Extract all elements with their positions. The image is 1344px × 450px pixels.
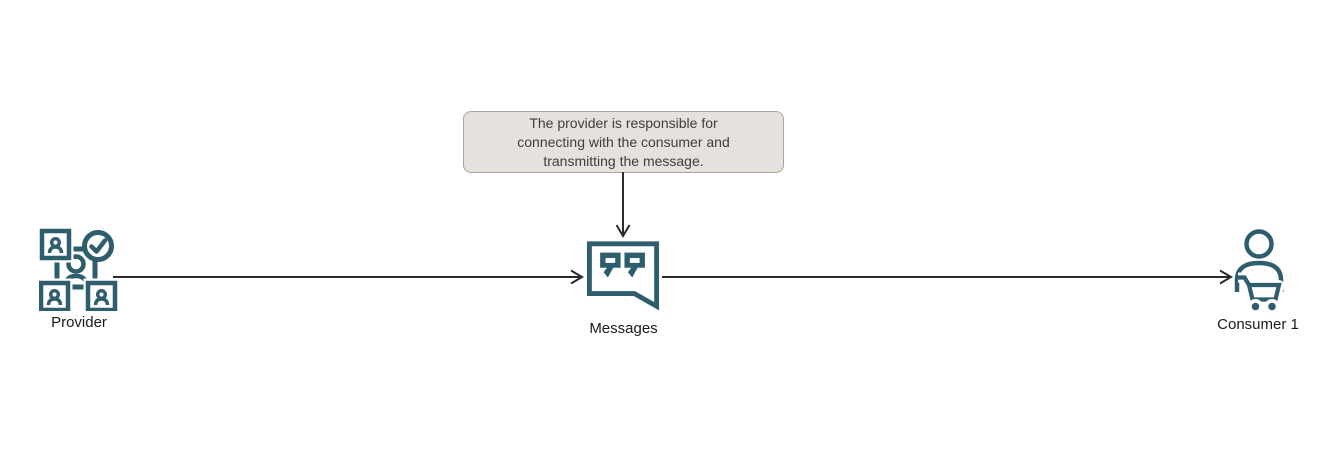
- quote-mark-left: [600, 252, 621, 278]
- quote-mark-right: [624, 252, 645, 278]
- messages-quote-bubble-icon: [586, 241, 660, 311]
- provider-to-messages-arrow: [113, 269, 584, 285]
- shopping-cart: [1238, 272, 1284, 313]
- callout-to-messages-arrow: [615, 172, 631, 238]
- node-label-provider: Provider: [51, 314, 107, 331]
- node-messages: Messages: [563, 239, 684, 337]
- node-consumer: Consumer 1: [1198, 229, 1318, 333]
- member-badge-bottom-left: [39, 278, 73, 311]
- node-label-messages: Messages: [589, 320, 658, 337]
- callout-text: The provider is responsible for connecti…: [517, 114, 730, 169]
- node-provider: Provider: [27, 227, 131, 331]
- provider-group-icon: [39, 227, 119, 311]
- member-badge-bottom-right: [83, 278, 119, 311]
- callout-note: The provider is responsible for connecti…: [463, 111, 784, 173]
- messages-to-consumer-arrow: [662, 269, 1233, 285]
- member-badge-top-left: [39, 227, 74, 263]
- node-label-consumer: Consumer 1: [1217, 316, 1299, 333]
- consumer-shopper-cart-icon: [1234, 229, 1284, 313]
